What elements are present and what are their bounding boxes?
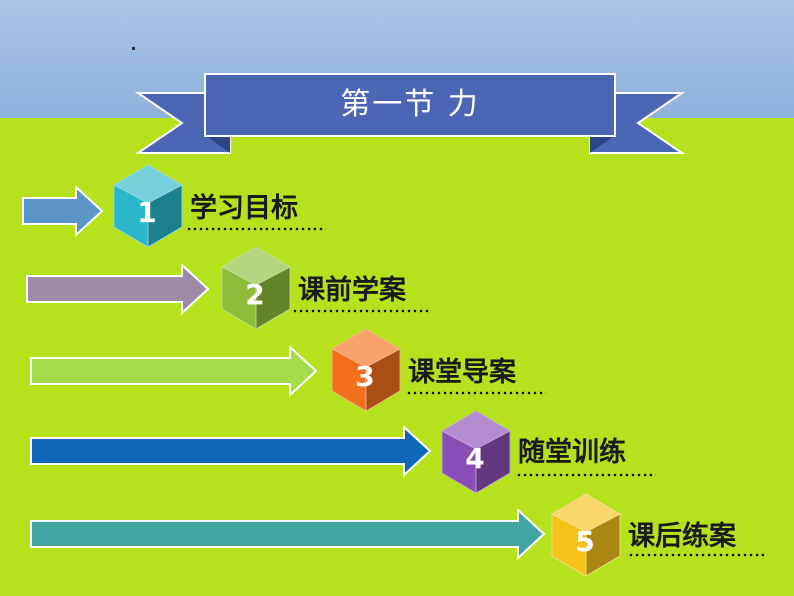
dotted-underline-4 (516, 473, 656, 477)
dotted-underline-1 (186, 227, 326, 231)
arrow-2 (26, 264, 210, 316)
cube-icon-2 (221, 246, 291, 330)
title-banner (134, 73, 686, 154)
item-number-5: 5 (575, 525, 595, 558)
dotted-underline-5 (628, 553, 766, 557)
menu-item-label-4[interactable]: 随堂训练 (518, 437, 626, 468)
slide-title: 第一节 力 (340, 87, 480, 122)
menu-item-label-2[interactable]: 课前学案 (298, 275, 406, 306)
menu-item-label-1[interactable]: 学习目标 (190, 193, 298, 224)
menu-item-label-5[interactable]: 课后练案 (628, 521, 736, 552)
cube-icon-3 (331, 328, 401, 412)
item-number-1: 1 (137, 196, 157, 229)
item-number-3: 3 (355, 360, 375, 393)
cube-icon-4 (441, 410, 511, 494)
cube-icon-1 (113, 164, 183, 248)
dotted-underline-3 (406, 391, 546, 395)
dotted-underline-2 (292, 309, 430, 313)
item-number-2: 2 (245, 278, 265, 311)
arrow-4 (30, 426, 432, 478)
arrow-5 (30, 509, 546, 561)
arrow-3 (30, 346, 318, 398)
cube-icon-5 (551, 493, 621, 577)
item-number-4: 4 (465, 442, 485, 475)
dot-mark (132, 47, 135, 50)
arrow-1 (22, 186, 104, 238)
menu-item-label-3[interactable]: 课堂导案 (408, 357, 516, 388)
